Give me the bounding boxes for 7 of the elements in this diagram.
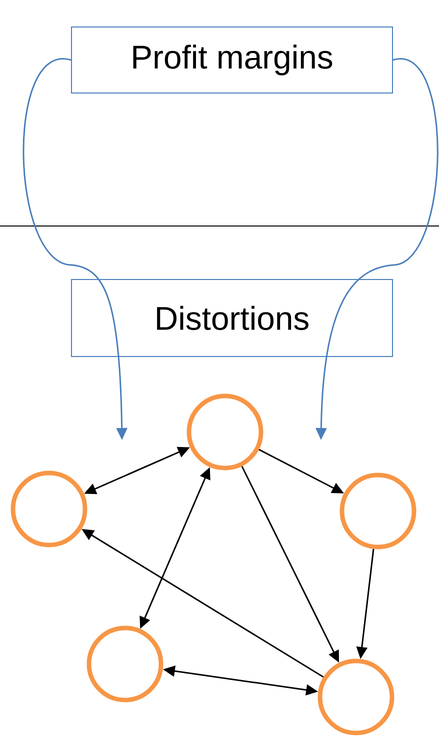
- circle-shape: [340, 472, 416, 550]
- circle-shape: [10, 470, 88, 548]
- text-box: Profit margins: [71, 26, 393, 94]
- circle-shape: [186, 394, 264, 470]
- circle-shape: [318, 658, 394, 736]
- text-box: Distortions: [71, 279, 393, 357]
- circle-shape: [86, 626, 164, 702]
